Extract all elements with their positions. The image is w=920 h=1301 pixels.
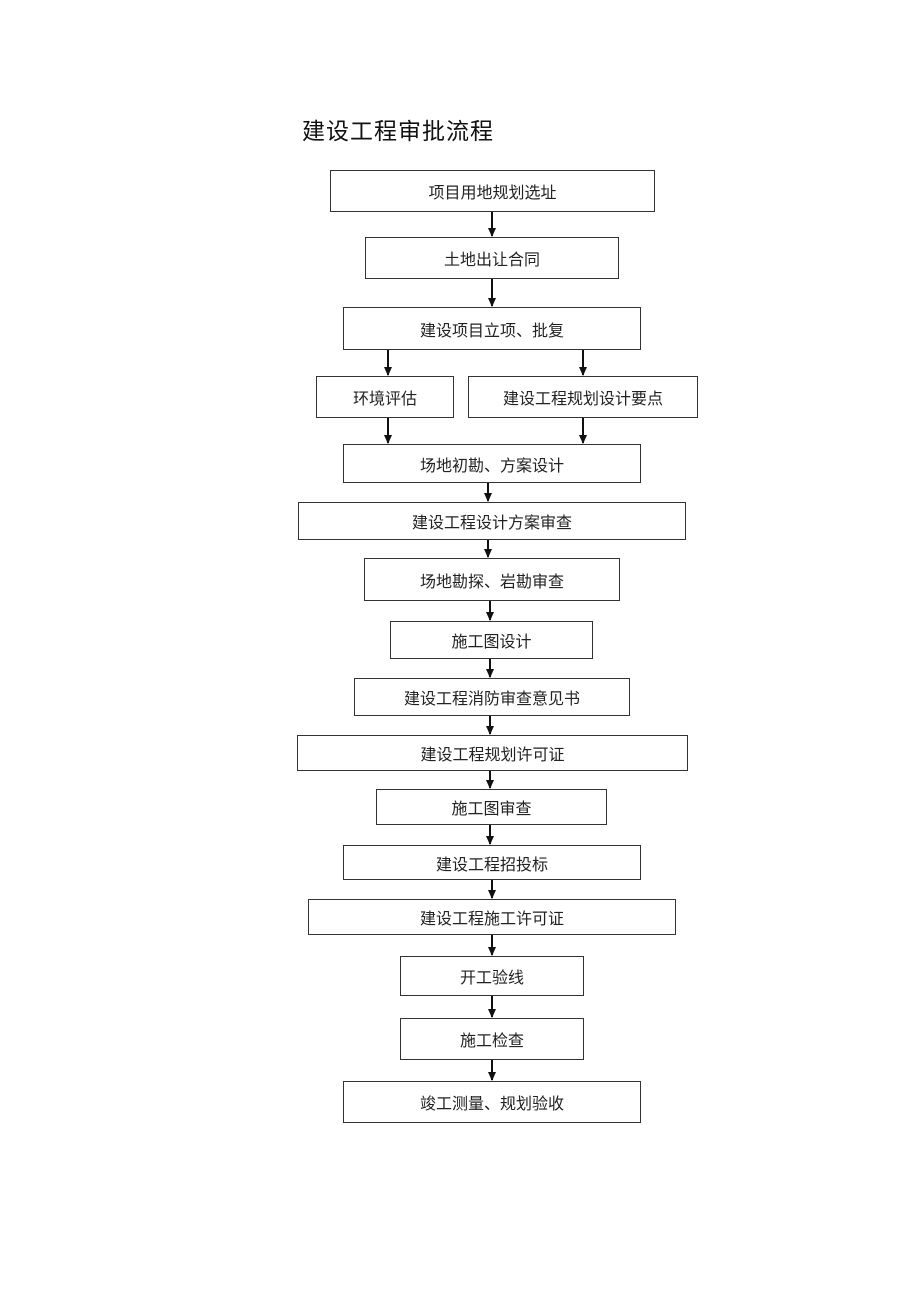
step-label: 土地出让合同 bbox=[443, 250, 540, 269]
step-label: 建设项目立项、批复 bbox=[419, 320, 564, 340]
step-label: 竣工测量、规划验收 bbox=[419, 1094, 564, 1113]
step-label: 建设工程规划设计要点 bbox=[502, 389, 663, 408]
step-label: 施工图设计 bbox=[451, 632, 532, 651]
step-fire-review: 建设工程消防审查意见书 bbox=[354, 678, 630, 716]
step-geo-review: 场地勘探、岩勘审查 bbox=[364, 558, 620, 601]
step-site-survey-scheme: 场地初勘、方案设计 bbox=[343, 444, 641, 483]
step-label: 建设工程招投标 bbox=[435, 854, 548, 874]
page-title: 建设工程审批流程 bbox=[302, 119, 494, 145]
step-setting-out: 开工验线 bbox=[400, 956, 584, 996]
step-scheme-review: 建设工程设计方案审查 bbox=[298, 502, 686, 540]
step-label: 场地勘探、岩勘审查 bbox=[419, 571, 564, 591]
step-bidding: 建设工程招投标 bbox=[343, 845, 641, 880]
step-label: 施工图审查 bbox=[451, 799, 532, 818]
step-label: 建设工程设计方案审查 bbox=[411, 513, 572, 532]
step-label: 环境评估 bbox=[352, 389, 417, 408]
step-completion-acceptance: 竣工测量、规划验收 bbox=[343, 1081, 641, 1123]
step-label: 建设工程施工许可证 bbox=[419, 909, 564, 928]
step-label: 项目用地规划选址 bbox=[428, 183, 557, 202]
step-inspection: 施工检查 bbox=[400, 1018, 584, 1060]
step-land-transfer: 土地出让合同 bbox=[365, 237, 619, 279]
step-label: 施工检查 bbox=[459, 1031, 524, 1050]
step-env-assessment: 环境评估 bbox=[316, 376, 454, 418]
step-planning-permit: 建设工程规划许可证 bbox=[297, 735, 688, 771]
step-construction-permit: 建设工程施工许可证 bbox=[308, 899, 676, 935]
step-label: 场地初勘、方案设计 bbox=[419, 455, 564, 475]
step-label: 开工验线 bbox=[459, 968, 524, 987]
step-project-approval: 建设项目立项、批复 bbox=[343, 307, 641, 350]
step-site-selection: 项目用地规划选址 bbox=[330, 170, 655, 212]
step-label: 建设工程规划许可证 bbox=[420, 745, 565, 764]
step-drawing-review: 施工图审查 bbox=[376, 789, 607, 825]
step-planning-points: 建设工程规划设计要点 bbox=[468, 376, 698, 418]
step-construction-drawing: 施工图设计 bbox=[390, 621, 593, 659]
step-label: 建设工程消防审查意见书 bbox=[403, 689, 580, 708]
